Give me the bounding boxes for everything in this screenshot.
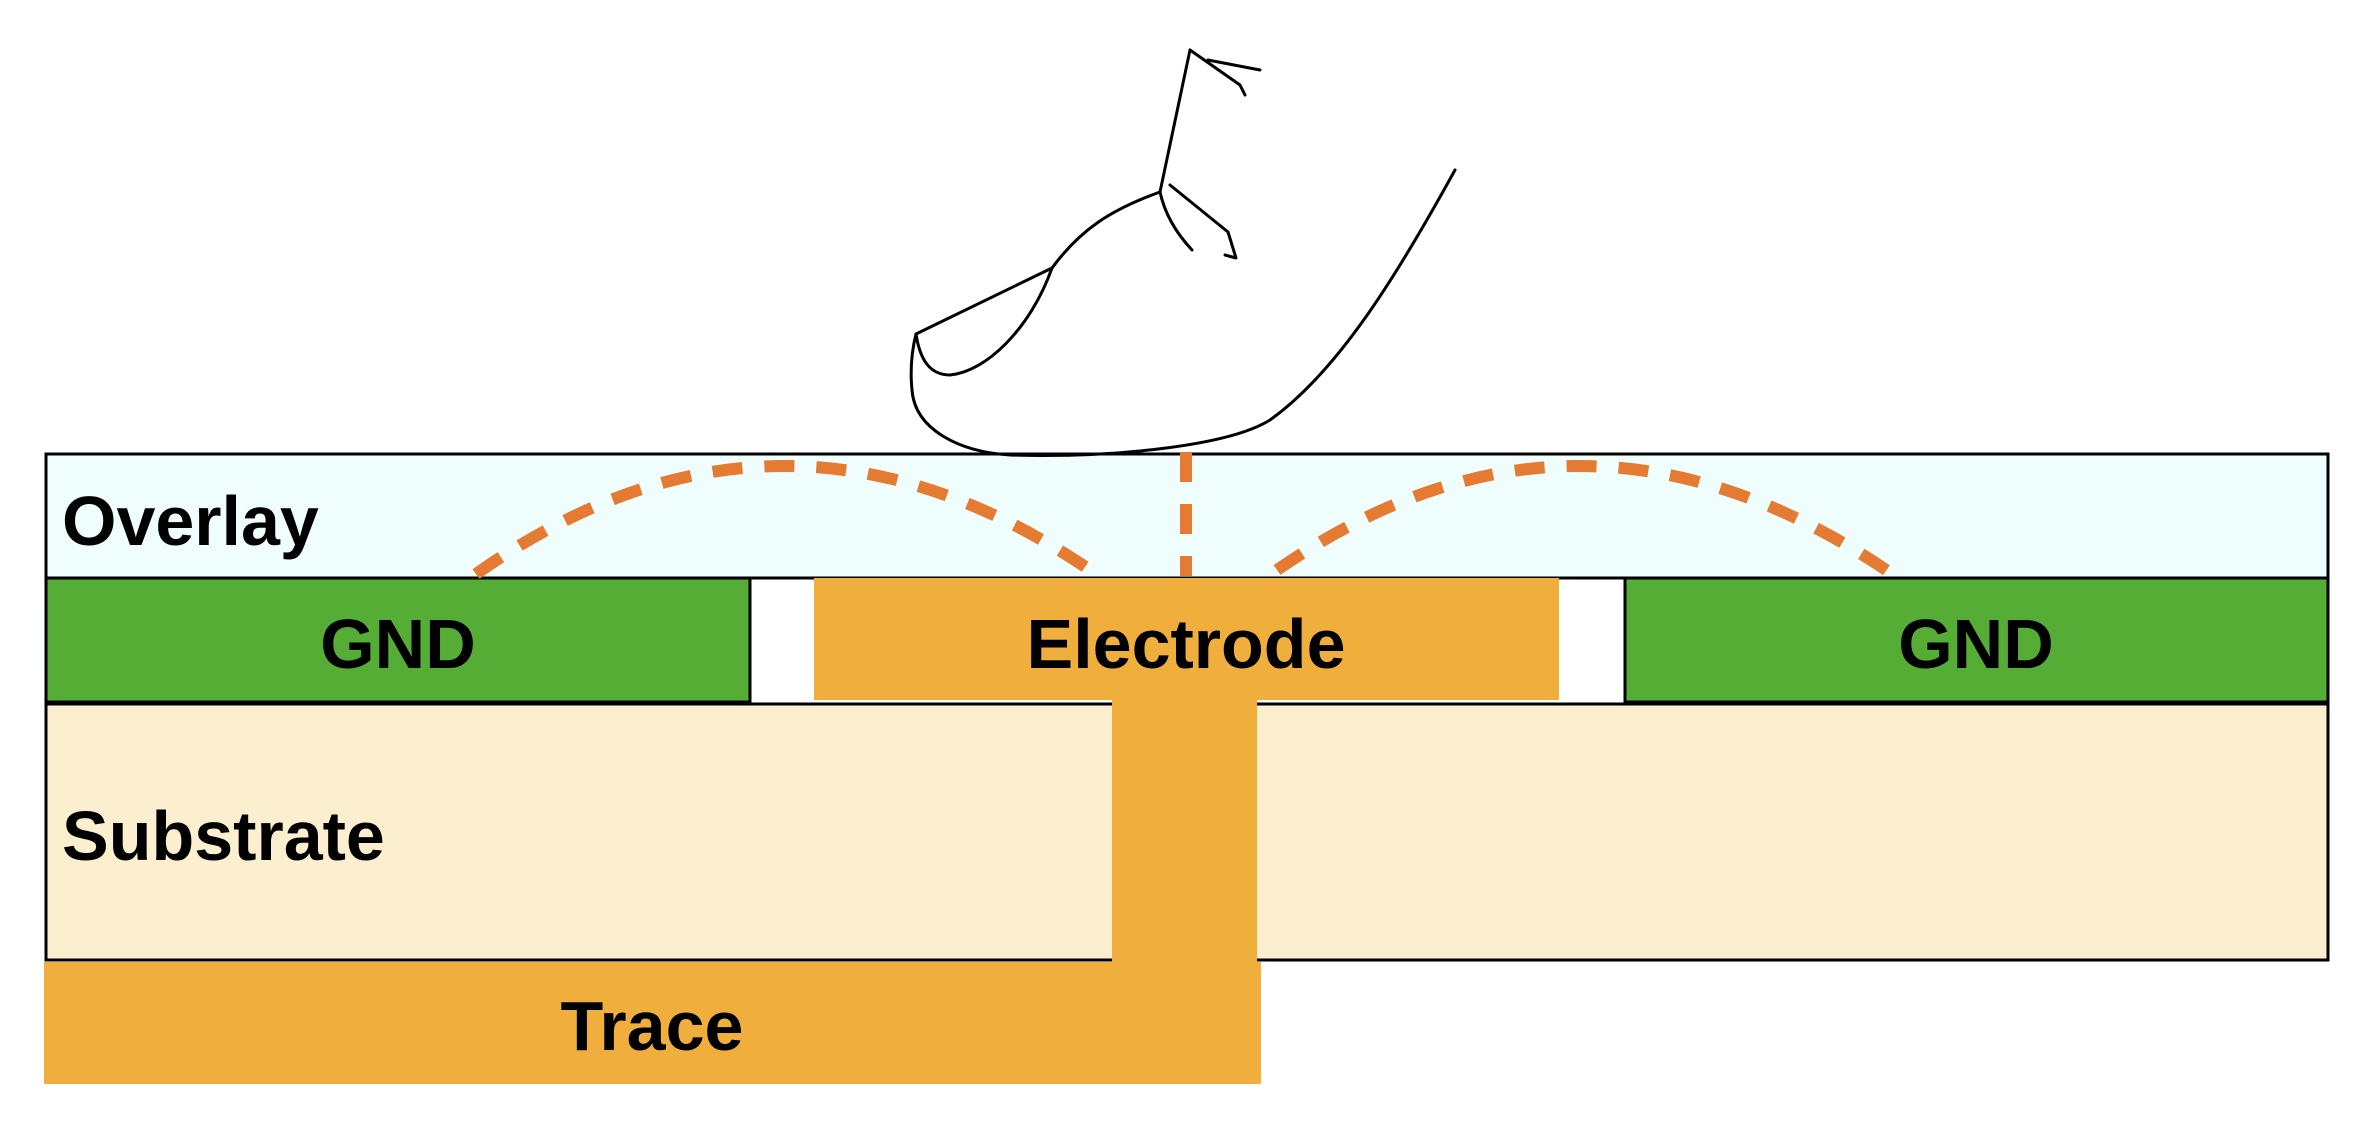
trace-label: Trace xyxy=(561,987,744,1065)
field-line-left xyxy=(472,460,1094,579)
trace-horizontal xyxy=(44,962,1261,1084)
trace-via xyxy=(1112,700,1257,964)
substrate-label: Substrate xyxy=(62,797,385,875)
finger-sketch-icon xyxy=(909,48,1457,457)
electrode-pad xyxy=(814,578,1559,700)
gnd-right-pad xyxy=(1623,576,2330,704)
gnd-left-label: GND xyxy=(320,605,476,683)
gnd-left-pad xyxy=(44,576,752,704)
field-line-right xyxy=(1273,460,1896,579)
gnd-right-label: GND xyxy=(1898,605,2054,683)
overlay-label: Overlay xyxy=(62,482,319,560)
field-lines xyxy=(472,452,1896,579)
electrode-label: Electrode xyxy=(1027,605,1346,683)
